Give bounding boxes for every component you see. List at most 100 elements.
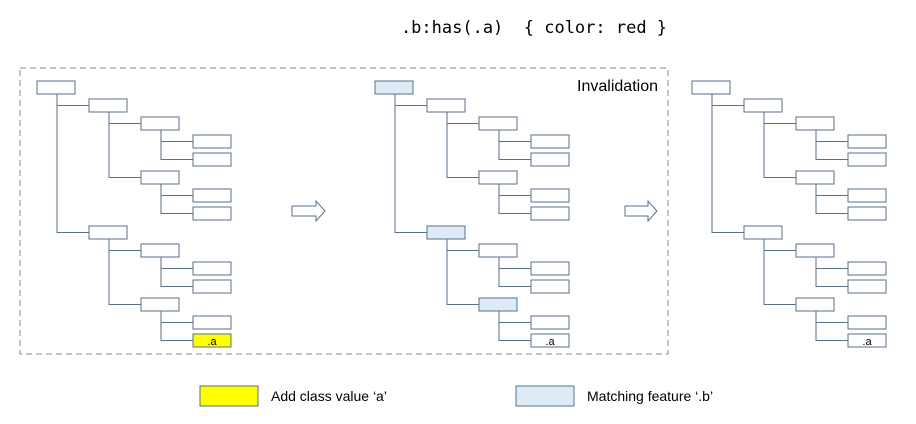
tree-connector xyxy=(711,94,744,233)
element-node xyxy=(530,261,570,276)
tree-connector xyxy=(160,130,193,160)
tree-connector xyxy=(160,257,193,287)
element-node xyxy=(743,225,783,240)
tree-connector xyxy=(56,94,89,233)
tree-connector xyxy=(815,311,848,341)
element-node xyxy=(530,134,570,149)
element-node xyxy=(140,297,180,312)
tree-connector xyxy=(108,112,141,124)
element-node xyxy=(847,315,887,330)
tree-connector xyxy=(394,94,427,106)
tree-connector xyxy=(498,130,531,142)
tree-connector xyxy=(711,94,744,106)
element-node xyxy=(478,243,518,258)
tree-connector xyxy=(108,239,141,251)
element-node xyxy=(530,279,570,294)
tree-connector xyxy=(446,239,479,251)
tree-connector xyxy=(160,184,193,214)
tree-connector xyxy=(498,257,531,269)
node-label-a: .a xyxy=(207,336,217,348)
legend-label-matching-feature: Matching feature ‘.b’ xyxy=(587,388,713,404)
tree-connector xyxy=(763,239,796,305)
element-node xyxy=(192,188,232,203)
invalidation-label: Invalidation xyxy=(577,78,658,95)
legend-swatch-add-class xyxy=(199,385,259,407)
tree-connector xyxy=(160,311,193,323)
tree-connector xyxy=(160,130,193,142)
tree-connector xyxy=(815,130,848,142)
tree-before: .a xyxy=(36,80,232,348)
element-node xyxy=(530,315,570,330)
element-node xyxy=(847,279,887,294)
element-node xyxy=(847,152,887,167)
element-node xyxy=(426,98,466,113)
tree-invalidated: .a xyxy=(374,80,570,348)
element-node xyxy=(140,116,180,131)
tree-connector xyxy=(815,257,848,287)
element-node xyxy=(847,206,887,221)
element-node xyxy=(88,225,128,240)
tree-connector xyxy=(815,130,848,160)
element-node xyxy=(192,279,232,294)
element-node xyxy=(478,297,518,312)
tree-connector xyxy=(498,257,531,287)
tree-connector xyxy=(815,257,848,269)
tree-connector xyxy=(498,130,531,160)
element-node xyxy=(530,152,570,167)
tree-connector xyxy=(56,94,89,106)
element-node xyxy=(140,170,180,185)
tree-connector xyxy=(446,239,479,305)
element-node xyxy=(478,170,518,185)
tree-connector xyxy=(763,239,796,251)
element-node xyxy=(743,98,783,113)
element-node xyxy=(795,116,835,131)
arrow-right-icon xyxy=(291,199,326,223)
tree-after: .a xyxy=(691,80,887,348)
arrow-right-icon xyxy=(624,199,658,223)
element-node xyxy=(795,297,835,312)
tree-connector xyxy=(108,112,141,178)
element-node xyxy=(192,152,232,167)
element-node xyxy=(426,225,466,240)
element-node xyxy=(192,134,232,149)
element-node-a xyxy=(192,333,232,348)
element-node-a xyxy=(847,333,887,348)
element-node xyxy=(478,116,518,131)
tree-connector xyxy=(763,112,796,124)
element-node xyxy=(691,80,731,95)
element-node-a xyxy=(530,333,570,348)
tree-connector xyxy=(498,184,531,214)
node-label-a: .a xyxy=(862,336,872,348)
tree-connector xyxy=(763,112,796,178)
tree-connector xyxy=(815,311,848,323)
tree-connector xyxy=(498,311,531,341)
tree-connector xyxy=(446,112,479,124)
tree-connector xyxy=(160,184,193,196)
element-node xyxy=(847,261,887,276)
element-node xyxy=(795,170,835,185)
element-node xyxy=(192,261,232,276)
element-node xyxy=(847,134,887,149)
tree-connector xyxy=(815,184,848,214)
tree-connector xyxy=(160,257,193,269)
tree-connector xyxy=(108,239,141,305)
element-node xyxy=(192,315,232,330)
element-node xyxy=(374,80,414,95)
element-node xyxy=(795,243,835,258)
tree-connector xyxy=(160,311,193,341)
element-node xyxy=(530,188,570,203)
element-node xyxy=(530,206,570,221)
element-node xyxy=(36,80,76,95)
legend-swatch-matching-feature xyxy=(515,385,575,407)
element-node xyxy=(192,206,232,221)
element-node xyxy=(88,98,128,113)
node-label-a: .a xyxy=(545,336,555,348)
legend-label-add-class: Add class value ‘a’ xyxy=(271,388,387,404)
tree-connector xyxy=(498,184,531,196)
tree-connector xyxy=(394,94,427,233)
tree-connector xyxy=(815,184,848,196)
element-node xyxy=(847,188,887,203)
tree-connector xyxy=(498,311,531,323)
selector-title: .b:has(.a) { color: red } xyxy=(401,18,667,38)
